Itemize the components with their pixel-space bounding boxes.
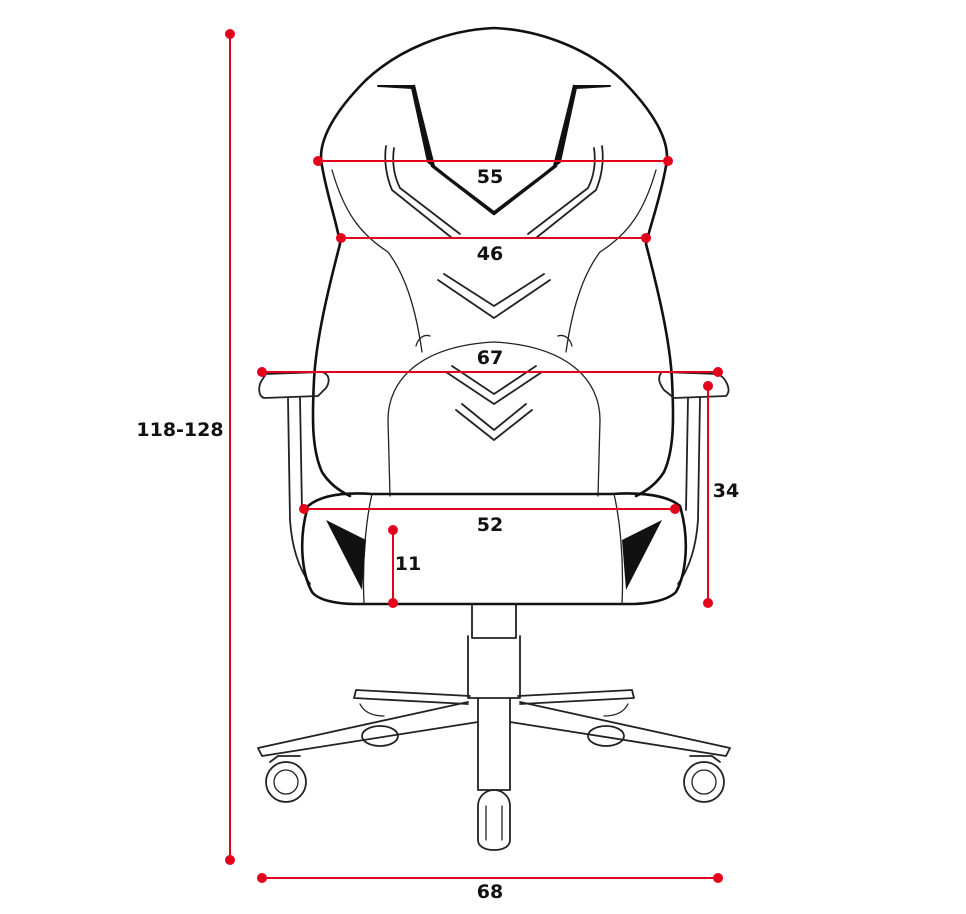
label-headrest-width: 55 bbox=[477, 166, 503, 188]
label-base-width: 68 bbox=[477, 881, 503, 903]
dimension-labels: 118-128 55 46 67 52 11 34 68 bbox=[136, 166, 739, 903]
dim-marker bbox=[225, 29, 235, 39]
seat bbox=[300, 492, 688, 606]
label-backrest-width: 46 bbox=[477, 243, 503, 265]
dim-marker bbox=[225, 855, 235, 865]
label-seat-thickness: 11 bbox=[395, 553, 421, 575]
label-seat-width: 52 bbox=[477, 514, 503, 536]
label-height-total: 118-128 bbox=[136, 419, 223, 441]
dimension-lines bbox=[225, 29, 723, 883]
label-armrest-height: 34 bbox=[713, 480, 739, 502]
base bbox=[257, 603, 731, 851]
label-armrest-span: 67 bbox=[477, 347, 503, 369]
backrest bbox=[311, 26, 675, 498]
